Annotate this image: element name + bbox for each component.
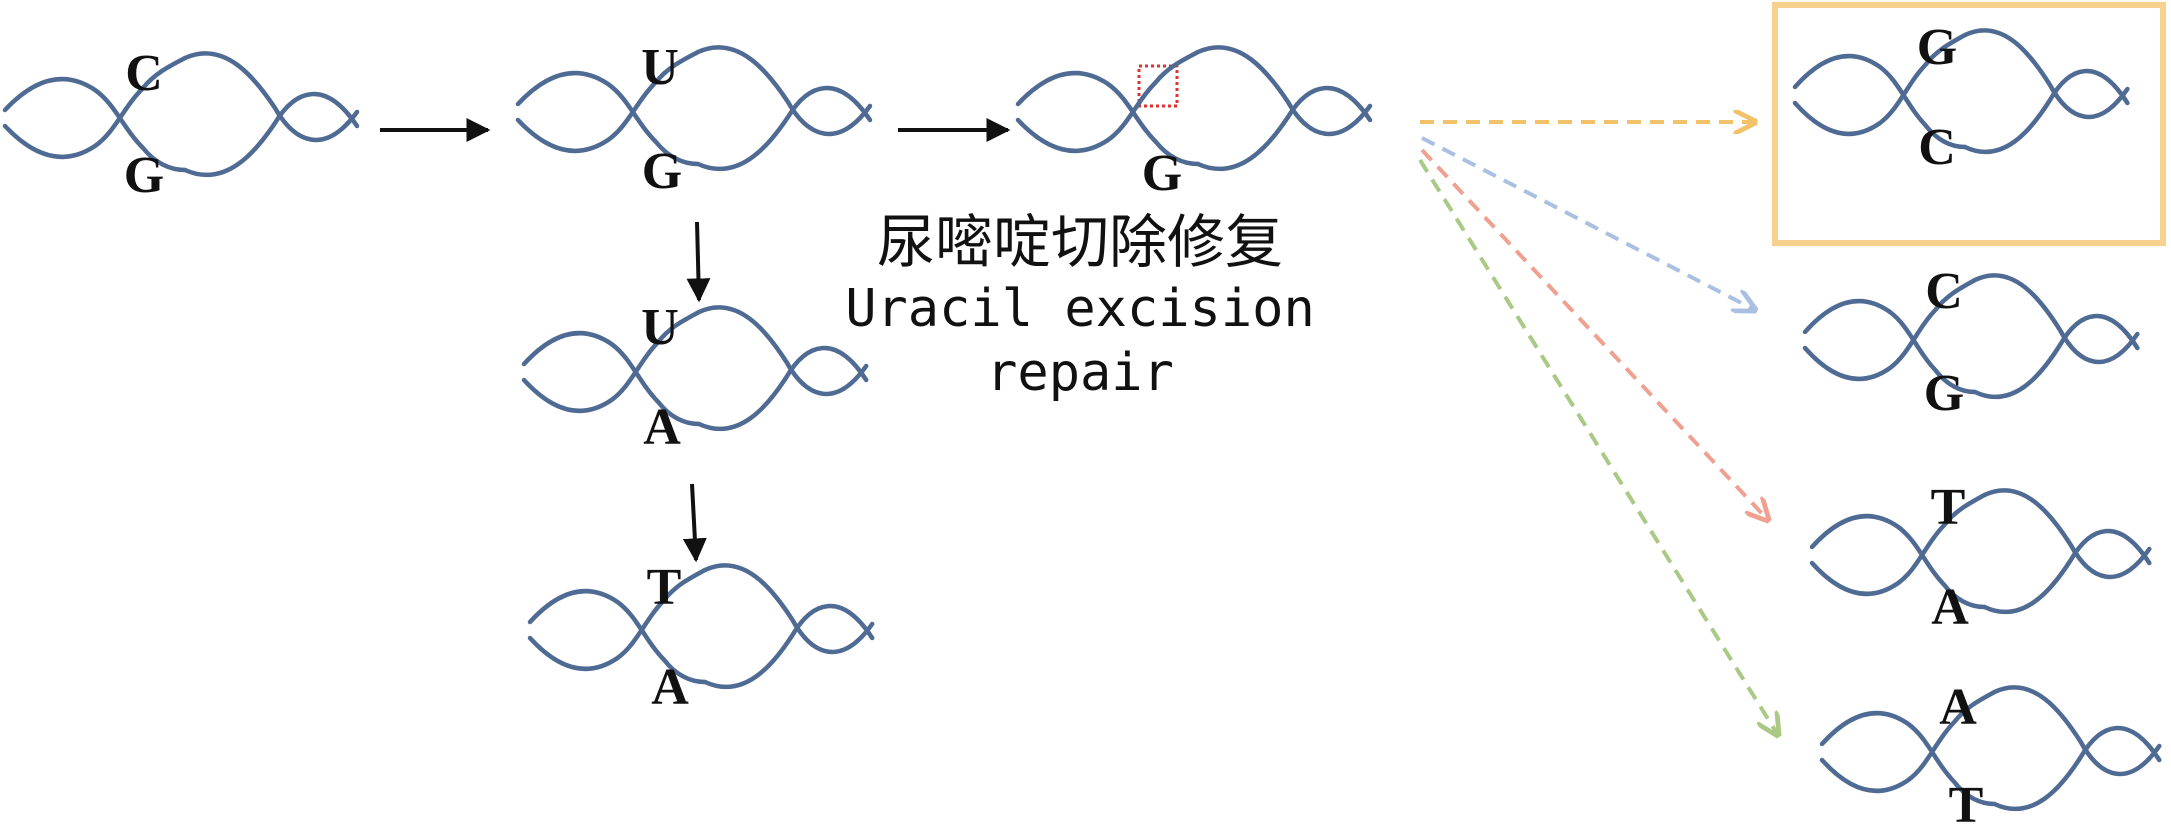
outcome4-bottom-base: T	[1949, 777, 1984, 833]
helix-abasic	[1015, 45, 1373, 172]
outcome3-bottom-base: A	[1931, 579, 1969, 636]
arrow-outcome-3	[1420, 148, 1768, 520]
helix-replicated-1	[521, 305, 869, 432]
helix-outcome-3-strand-4	[1982, 528, 2152, 615]
helix-deaminated-strand-3	[695, 45, 873, 137]
helix-replicated-2-strand-2	[527, 567, 708, 672]
replicated2-top-base: T	[647, 559, 682, 616]
helix-deaminated-strand-1	[515, 70, 701, 167]
helix-outcome-2	[1802, 273, 2140, 400]
original-top-base: C	[125, 45, 163, 102]
helix-outcome-1-strand-2	[1792, 32, 1968, 137]
highlight-box	[1772, 2, 2166, 246]
deaminated-top-base: U	[641, 39, 679, 96]
helix-outcome-1-strand-3	[1962, 28, 2130, 120]
helix-abasic-strand-3	[1195, 45, 1373, 137]
caption-english-line1: Uracil excision	[845, 279, 1315, 339]
outcome2-top-base: C	[1925, 263, 1963, 320]
helix-outcome-4-strand-1	[1819, 710, 1997, 807]
helix-outcome-1	[1792, 28, 2130, 155]
abasic-site-marker	[1137, 64, 1179, 108]
outcome1-top-base: G	[1917, 19, 1957, 76]
helix-deaminated-strand-4	[695, 85, 873, 172]
outcome1-bottom-base: C	[1918, 119, 1956, 176]
helix-outcome-4-strand-3	[1992, 685, 2162, 777]
arrow-replication-2	[682, 483, 707, 563]
helix-outcome-3-strand-1	[1809, 513, 1987, 610]
helix-outcome-2-strand-1	[1802, 298, 1978, 395]
replicated1-bottom-base: A	[643, 399, 681, 456]
helix-outcome-3-strand-3	[1982, 488, 2152, 580]
helix-replicated-2	[527, 563, 875, 690]
helix-abasic-strand-2	[1015, 49, 1201, 154]
outcome4-top-base: A	[1939, 679, 1977, 736]
helix-abasic-strand-1	[1015, 70, 1201, 167]
arrow-outcome-2	[1421, 136, 1755, 310]
outcome3-top-base: T	[1931, 479, 1966, 536]
caption-chinese: 尿嘧啶切除修复	[877, 208, 1283, 276]
helix-deaminated-strand-2	[515, 49, 701, 154]
helix-outcome-1-strand-1	[1792, 53, 1968, 150]
helix-outcome-2-strand-3	[1972, 273, 2140, 365]
helix-outcome-4-strand-4	[1992, 725, 2162, 812]
helix-replicated-1-strand-1	[521, 330, 702, 427]
helix-outcome-2-strand-2	[1802, 277, 1978, 382]
helix-deaminated	[515, 45, 873, 172]
deaminated-bottom-base: G	[642, 143, 682, 200]
helix-outcome-1-strand-4	[1962, 68, 2130, 155]
helix-replicated-1-strand-2	[521, 309, 702, 414]
helix-outcome-2-strand-4	[1972, 313, 2140, 400]
helix-original	[2, 51, 360, 178]
helix-outcome-3-strand-2	[1809, 492, 1987, 597]
helix-replicated-2-strand-3	[702, 563, 875, 655]
helix-original-strand-2	[2, 55, 188, 160]
replicated2-bottom-base: A	[651, 659, 689, 716]
caption-english-line2: repair	[986, 343, 1174, 403]
outcome2-bottom-base: G	[1924, 365, 1964, 422]
helix-original-strand-4	[182, 91, 360, 178]
replicated1-top-base: U	[641, 299, 679, 356]
helix-original-strand-1	[2, 76, 188, 173]
arrow-outcome-4	[1418, 158, 1778, 735]
helix-outcome-4	[1819, 685, 2162, 812]
arrow-replication-1	[686, 221, 711, 303]
helix-replicated-1-strand-4	[696, 345, 869, 432]
helix-abasic-strand-4	[1195, 85, 1373, 172]
helix-replicated-2-strand-1	[527, 588, 708, 685]
original-bottom-base: G	[124, 147, 164, 204]
abasic-bottom-base: G	[1142, 145, 1182, 202]
helix-outcome-4-strand-2	[1819, 689, 1997, 794]
helix-original-strand-3	[182, 51, 360, 143]
helix-outcome-3	[1809, 488, 2152, 615]
helix-replicated-2-strand-4	[702, 603, 875, 690]
helix-replicated-1-strand-3	[696, 305, 869, 397]
